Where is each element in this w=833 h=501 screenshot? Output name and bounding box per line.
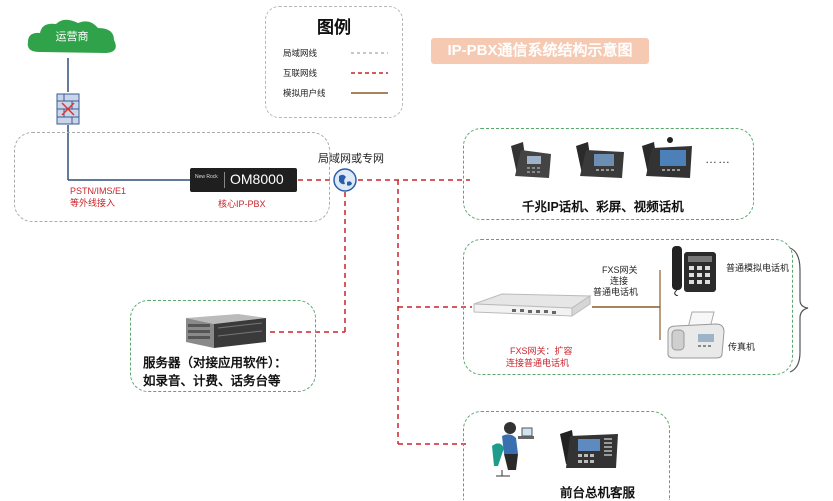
pbx-group (14, 132, 330, 222)
server-icon (182, 312, 270, 350)
fax-label: 传真机 (728, 342, 756, 352)
fxs-bottom-line1: FXS网关：扩容 (510, 346, 573, 356)
more-phones: …… (705, 152, 731, 166)
fxs-bottom-line2: 连接普通电话机 (506, 358, 570, 368)
fxs-gateway-device (472, 290, 592, 318)
server-line1: 服务器（对接应用软件）： (143, 356, 287, 370)
ip-phone-icon-2 (572, 140, 628, 182)
desk-phone-icon (556, 424, 622, 474)
legend-swatches (351, 52, 388, 94)
pbx-brand: New Rock (195, 174, 218, 180)
ip-phones-caption: 千兆IP话机、彩屏、视频话机 (522, 200, 684, 214)
analog-phone-label: 普通模拟电话机 (726, 263, 790, 273)
server-group (130, 300, 316, 392)
ip-phone-icon-1 (505, 140, 555, 182)
fxs-group (463, 239, 793, 375)
carrier-cloud: 运营商 (22, 18, 122, 60)
fax-icon (664, 310, 728, 362)
pbx-model: OM8000 (230, 171, 284, 187)
fxs-top-line1: FXS网关 (602, 265, 638, 275)
pstn-line2: 等外线接入 (70, 198, 116, 208)
server-line2: 如录音、计费、话务台等 (143, 374, 281, 388)
reception-caption: 前台总机客服 (560, 486, 636, 500)
video-phone-icon (638, 136, 696, 182)
operator-icon (488, 418, 538, 478)
legend-item-lan: 局域网线 (283, 48, 318, 58)
pstn-line1: PSTN/IMS/E1 (70, 186, 127, 196)
legend-box: 图例 局域网线 互联网线 模拟用户线 (265, 6, 403, 118)
pbx-divider (224, 172, 225, 188)
ip-phones-group (463, 128, 754, 220)
fxs-top-line2: 连接 (610, 276, 629, 286)
legend-item-internet: 互联网线 (283, 68, 318, 78)
firewall-icon (56, 93, 80, 125)
pbx-device: New Rock OM8000 (190, 168, 297, 192)
network-label: 局域网或专网 (318, 153, 384, 165)
carrier-label: 运营商 (55, 31, 89, 43)
pbx-caption: 核心IP-PBX (218, 199, 266, 209)
fxs-top-line3: 普通电话机 (593, 287, 639, 297)
legend-item-analog: 模拟用户线 (283, 88, 326, 98)
analog-phone-icon (668, 244, 720, 296)
diagram-title: IP-PBX通信系统结构示意图 (431, 38, 649, 64)
cloud-icon (27, 19, 116, 53)
globe-icon (333, 168, 357, 192)
legend-title: 图例 (317, 18, 351, 37)
reception-group (463, 411, 670, 500)
